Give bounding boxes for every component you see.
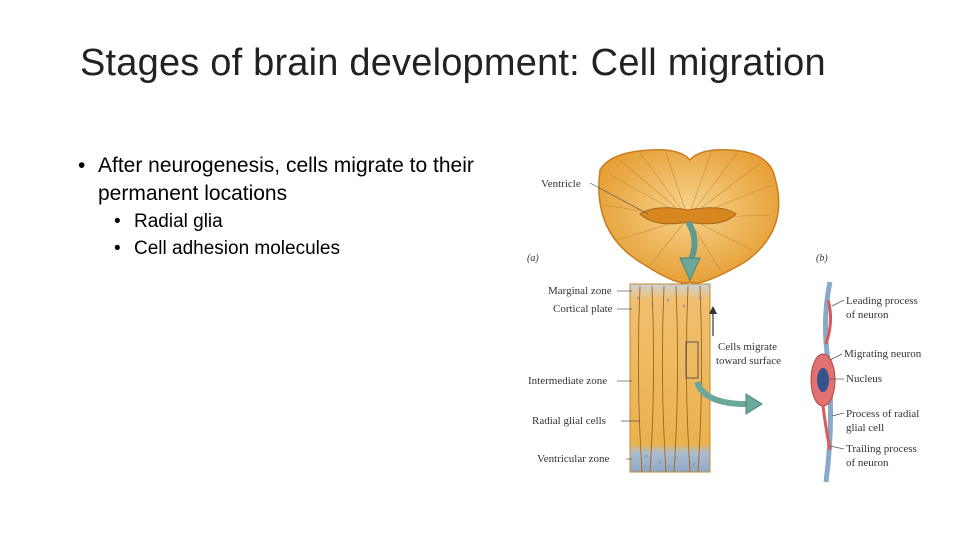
leader-line	[829, 353, 843, 361]
label-trailing-process: Trailing process	[846, 443, 917, 455]
label-cortical-plate: Cortical plate	[553, 303, 613, 315]
label-trailing-process-2: of neuron	[846, 457, 889, 469]
label-toward-surface: toward surface	[716, 355, 781, 367]
sub-bullet-text: Cell adhesion molecules	[134, 238, 340, 259]
panel-b-label: (b)	[816, 253, 828, 264]
bullet-list: • After neurogenesis, cells migrate to t…	[78, 152, 508, 262]
label-ventricle: Ventricle	[541, 178, 581, 190]
bullet-main-text: After neurogenesis, cells migrate to the…	[98, 154, 474, 205]
label-leading-process-2: of neuron	[846, 309, 889, 321]
bullet-dot: •	[114, 238, 121, 259]
leader-line	[831, 412, 845, 417]
sub-bullet-text: Radial glia	[134, 211, 223, 232]
label-migrating-neuron: Migrating neuron	[844, 348, 922, 360]
down-arrow-head	[679, 257, 701, 282]
sub-bullet-radial-glia: • Radial glia	[78, 208, 508, 235]
label-ventricular-zone: Ventricular zone	[537, 453, 609, 465]
up-arrow-head	[709, 306, 717, 314]
panel-a-label: (a)	[527, 253, 539, 264]
label-leading-process: Leading process	[846, 295, 918, 307]
label-radial-glial-cells: Radial glial cells	[532, 415, 606, 427]
migrating-neuron-illustration	[810, 281, 836, 483]
label-intermediate-zone: Intermediate zone	[528, 375, 607, 387]
label-nucleus: Nucleus	[846, 373, 882, 385]
label-process-radial-glial: Process of radial	[846, 408, 919, 420]
leader-line	[829, 445, 845, 450]
label-cells-migrate: Cells migrate	[718, 341, 777, 353]
leader-line	[589, 182, 649, 215]
teal-arrow	[694, 380, 751, 408]
bullet-dot: •	[78, 154, 86, 177]
sub-bullet-cell-adhesion: • Cell adhesion molecules	[78, 235, 508, 262]
slide-title: Stages of brain development: Cell migrat…	[80, 42, 826, 84]
label-marginal-zone: Marginal zone	[548, 285, 612, 297]
leader-line	[831, 299, 845, 307]
label-process-radial-glial-2: glial cell	[846, 422, 884, 434]
brain-section	[598, 148, 780, 284]
bullet-main: • After neurogenesis, cells migrate to t…	[78, 152, 508, 208]
teal-arrow-head	[745, 393, 763, 415]
cortical-column	[629, 283, 711, 473]
bullet-dot: •	[114, 211, 121, 232]
